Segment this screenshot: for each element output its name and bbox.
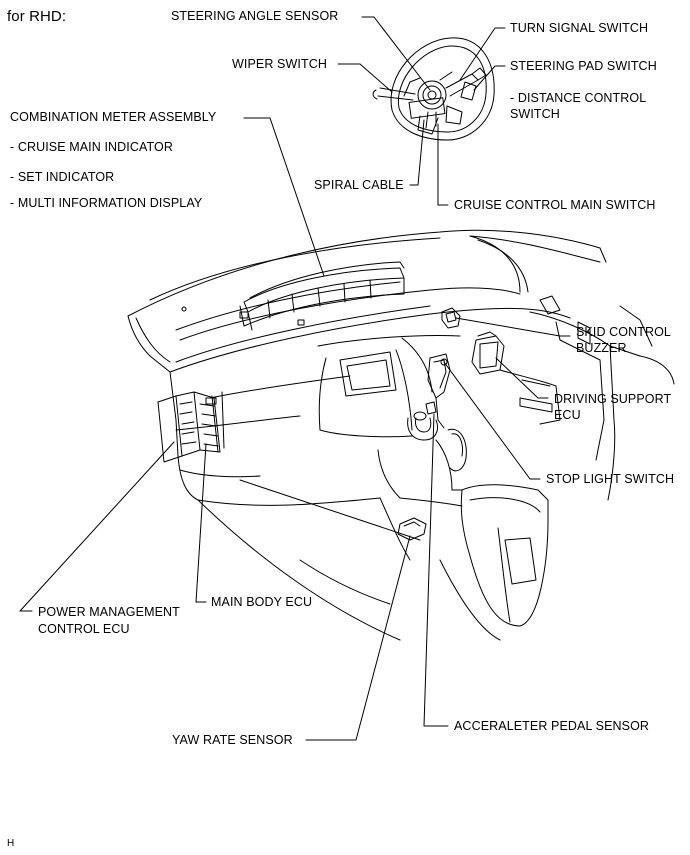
label-turn-signal-switch: TURN SIGNAL SWITCH — [510, 21, 649, 35]
label-multi-information-display: - MULTI INFORMATION DISPLAY — [10, 196, 203, 210]
pedal-assembly-drawing — [425, 353, 451, 429]
label-driving-support-ecu-cont: ECU — [554, 408, 581, 422]
label-accelerator-pedal-sensor: ACCERALETER PEDAL SENSOR — [454, 719, 650, 733]
skid-control-buzzer-drawing — [441, 307, 461, 329]
label-yaw-rate-sensor: YAW RATE SENSOR — [172, 733, 293, 747]
label-power-management-control-ecu-cont: CONTROL ECU — [38, 622, 130, 636]
label-steering-pad-switch: STEERING PAD SWITCH — [510, 59, 657, 73]
label-power-management-control-ecu: POWER MANAGEMENT — [38, 605, 180, 619]
dashboard-outline — [127, 229, 675, 641]
label-distance-control-switch-cont: SWITCH — [510, 107, 560, 121]
label-set-indicator: - SET INDICATOR — [10, 170, 115, 184]
steering-wheel-assembly — [372, 37, 495, 141]
label-spiral-cable: SPIRAL CABLE — [314, 178, 404, 192]
combination-meter-drawing — [239, 261, 405, 331]
label-cruise-control-main-switch: CRUISE CONTROL MAIN SWITCH — [454, 198, 656, 212]
label-distance-control-switch: - DISTANCE CONTROL — [510, 91, 647, 105]
figure-code: H — [7, 838, 15, 849]
label-combination-meter-assembly: COMBINATION METER ASSEMBLY — [10, 110, 217, 124]
label-wiper-switch: WIPER SWITCH — [232, 57, 327, 71]
driving-support-ecu-drawing — [471, 331, 505, 375]
label-stop-light-switch: STOP LIGHT SWITCH — [546, 472, 675, 486]
page-title: for RHD: — [7, 8, 67, 25]
leader-lines — [19, 16, 571, 741]
label-main-body-ecu: MAIN BODY ECU — [211, 595, 313, 609]
yaw-rate-sensor-drawing — [397, 517, 427, 541]
label-skid-control-buzzer-cont: BUZZER — [576, 341, 627, 355]
label-driving-support-ecu: DRIVING SUPPORT — [554, 392, 672, 406]
ecu-cluster-drawing — [157, 391, 221, 463]
label-steering-angle-sensor: STEERING ANGLE SENSOR — [171, 9, 339, 23]
label-cruise-main-indicator: - CRUISE MAIN INDICATOR — [10, 140, 173, 154]
label-skid-control-buzzer: SKID CONTROL — [576, 325, 671, 339]
